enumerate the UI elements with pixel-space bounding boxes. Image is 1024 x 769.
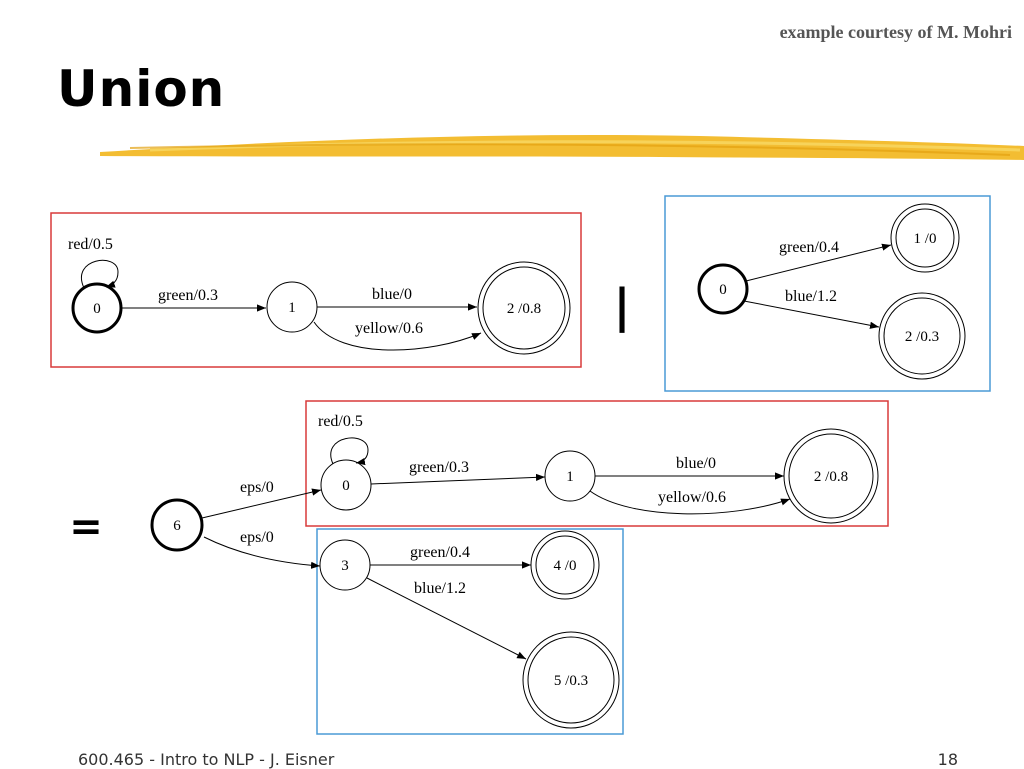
fsa-union-arc-green-top xyxy=(370,473,546,485)
fsa-a-state-1-label: 1 xyxy=(288,300,296,316)
page-number: 18 xyxy=(937,750,958,769)
fsa-union-arc-red-loop xyxy=(330,437,369,466)
fsa-union-state-0-label: 0 xyxy=(342,478,350,494)
title-highlight-stroke xyxy=(100,134,1024,160)
fsa-union-arc-label-eps-bottom: eps/0 xyxy=(240,529,274,546)
fsa-a-state-0-label: 0 xyxy=(93,301,101,317)
fsa-union-arc-label-eps-top: eps/0 xyxy=(240,479,274,496)
fsa-a-state-2 xyxy=(477,261,571,355)
fsa-a-arc-yellow xyxy=(313,321,482,351)
fsa-union-arc-label-yellow: yellow/0.6 xyxy=(658,489,726,506)
fsa-union-arc-label-green-top: green/0.3 xyxy=(409,459,469,476)
fsa-a-state-2-label: 2 /0.8 xyxy=(507,301,541,317)
footer-course: 600.465 - Intro to NLP - J. Eisner xyxy=(78,750,335,769)
equals-operator: = xyxy=(69,504,103,550)
fsa-union-arc-yellow xyxy=(589,490,791,515)
fsa-union-state-6 xyxy=(150,498,204,552)
fsa-union-red-box xyxy=(305,400,889,527)
fsa-b-state-0 xyxy=(697,263,749,315)
fsa-b-arc-blue xyxy=(743,300,880,329)
fsa-b-arc-green xyxy=(745,243,892,282)
union-operator: | xyxy=(614,279,631,334)
fsa-union-state-5-label: 5 /0.3 xyxy=(554,673,588,689)
fsa-b-box xyxy=(664,195,991,392)
fsa-b-state-2-label: 2 /0.3 xyxy=(905,329,939,345)
fsa-a-arc-label-yellow: yellow/0.6 xyxy=(355,320,423,337)
fsa-b-state-1-label: 1 /0 xyxy=(914,231,937,247)
slide-title: Union xyxy=(57,60,226,118)
fsa-b-arc-label-green: green/0.4 xyxy=(779,239,839,256)
fsa-union-state-5 xyxy=(522,631,620,729)
fsa-a-arc-label-red: red/0.5 xyxy=(68,236,113,253)
fsa-union-blue-box xyxy=(316,528,624,735)
fsa-a: 0 1 2 /0.8 red/0.5 green/0.3 blue/0 yell… xyxy=(50,212,582,368)
fsa-union-arc-label-red: red/0.5 xyxy=(318,413,363,430)
fsa-union-arc-blue-bottom xyxy=(366,577,527,660)
fsa-a-arc-red-loop xyxy=(81,259,119,289)
fsa-a-arc-label-green: green/0.3 xyxy=(158,287,218,304)
fsa-union-arc-eps-top xyxy=(201,488,322,519)
fsa-b-arc-label-blue: blue/1.2 xyxy=(785,288,837,305)
fsa-b-state-1 xyxy=(890,203,960,273)
fsa-union-state-3-label: 3 xyxy=(341,558,349,574)
fsa-b-state-2 xyxy=(878,292,966,380)
fsa-b-state-0-label: 0 xyxy=(719,282,727,298)
fsa-union-arc-label-blue-top: blue/0 xyxy=(676,455,716,472)
fsa-b: 0 1 /0 2 /0.3 green/0.4 blue/1.2 xyxy=(664,195,991,392)
fsa-union-arc-label-blue-bottom: blue/1.2 xyxy=(414,580,466,597)
fsa-union-state-6-label: 6 xyxy=(173,518,181,534)
fsa-union-state-4-label: 4 /0 xyxy=(554,558,577,574)
fsa-union-state-0 xyxy=(320,459,372,511)
fsa-a-box xyxy=(50,212,582,368)
fsa-a-arc-label-blue: blue/0 xyxy=(372,286,412,303)
fsa-union-state-1-label: 1 xyxy=(566,469,574,485)
fsa-union-state-2-label: 2 /0.8 xyxy=(814,469,848,485)
courtesy-note: example courtesy of M. Mohri xyxy=(779,22,1012,42)
fsa-union-arc-label-green-bottom: green/0.4 xyxy=(410,544,470,561)
fsa-union-arc-eps-bottom xyxy=(203,536,321,569)
fsa-union: 6 0 1 2 /0.8 3 4 /0 5 /0.3 eps/0 eps/0 r… xyxy=(150,400,889,735)
